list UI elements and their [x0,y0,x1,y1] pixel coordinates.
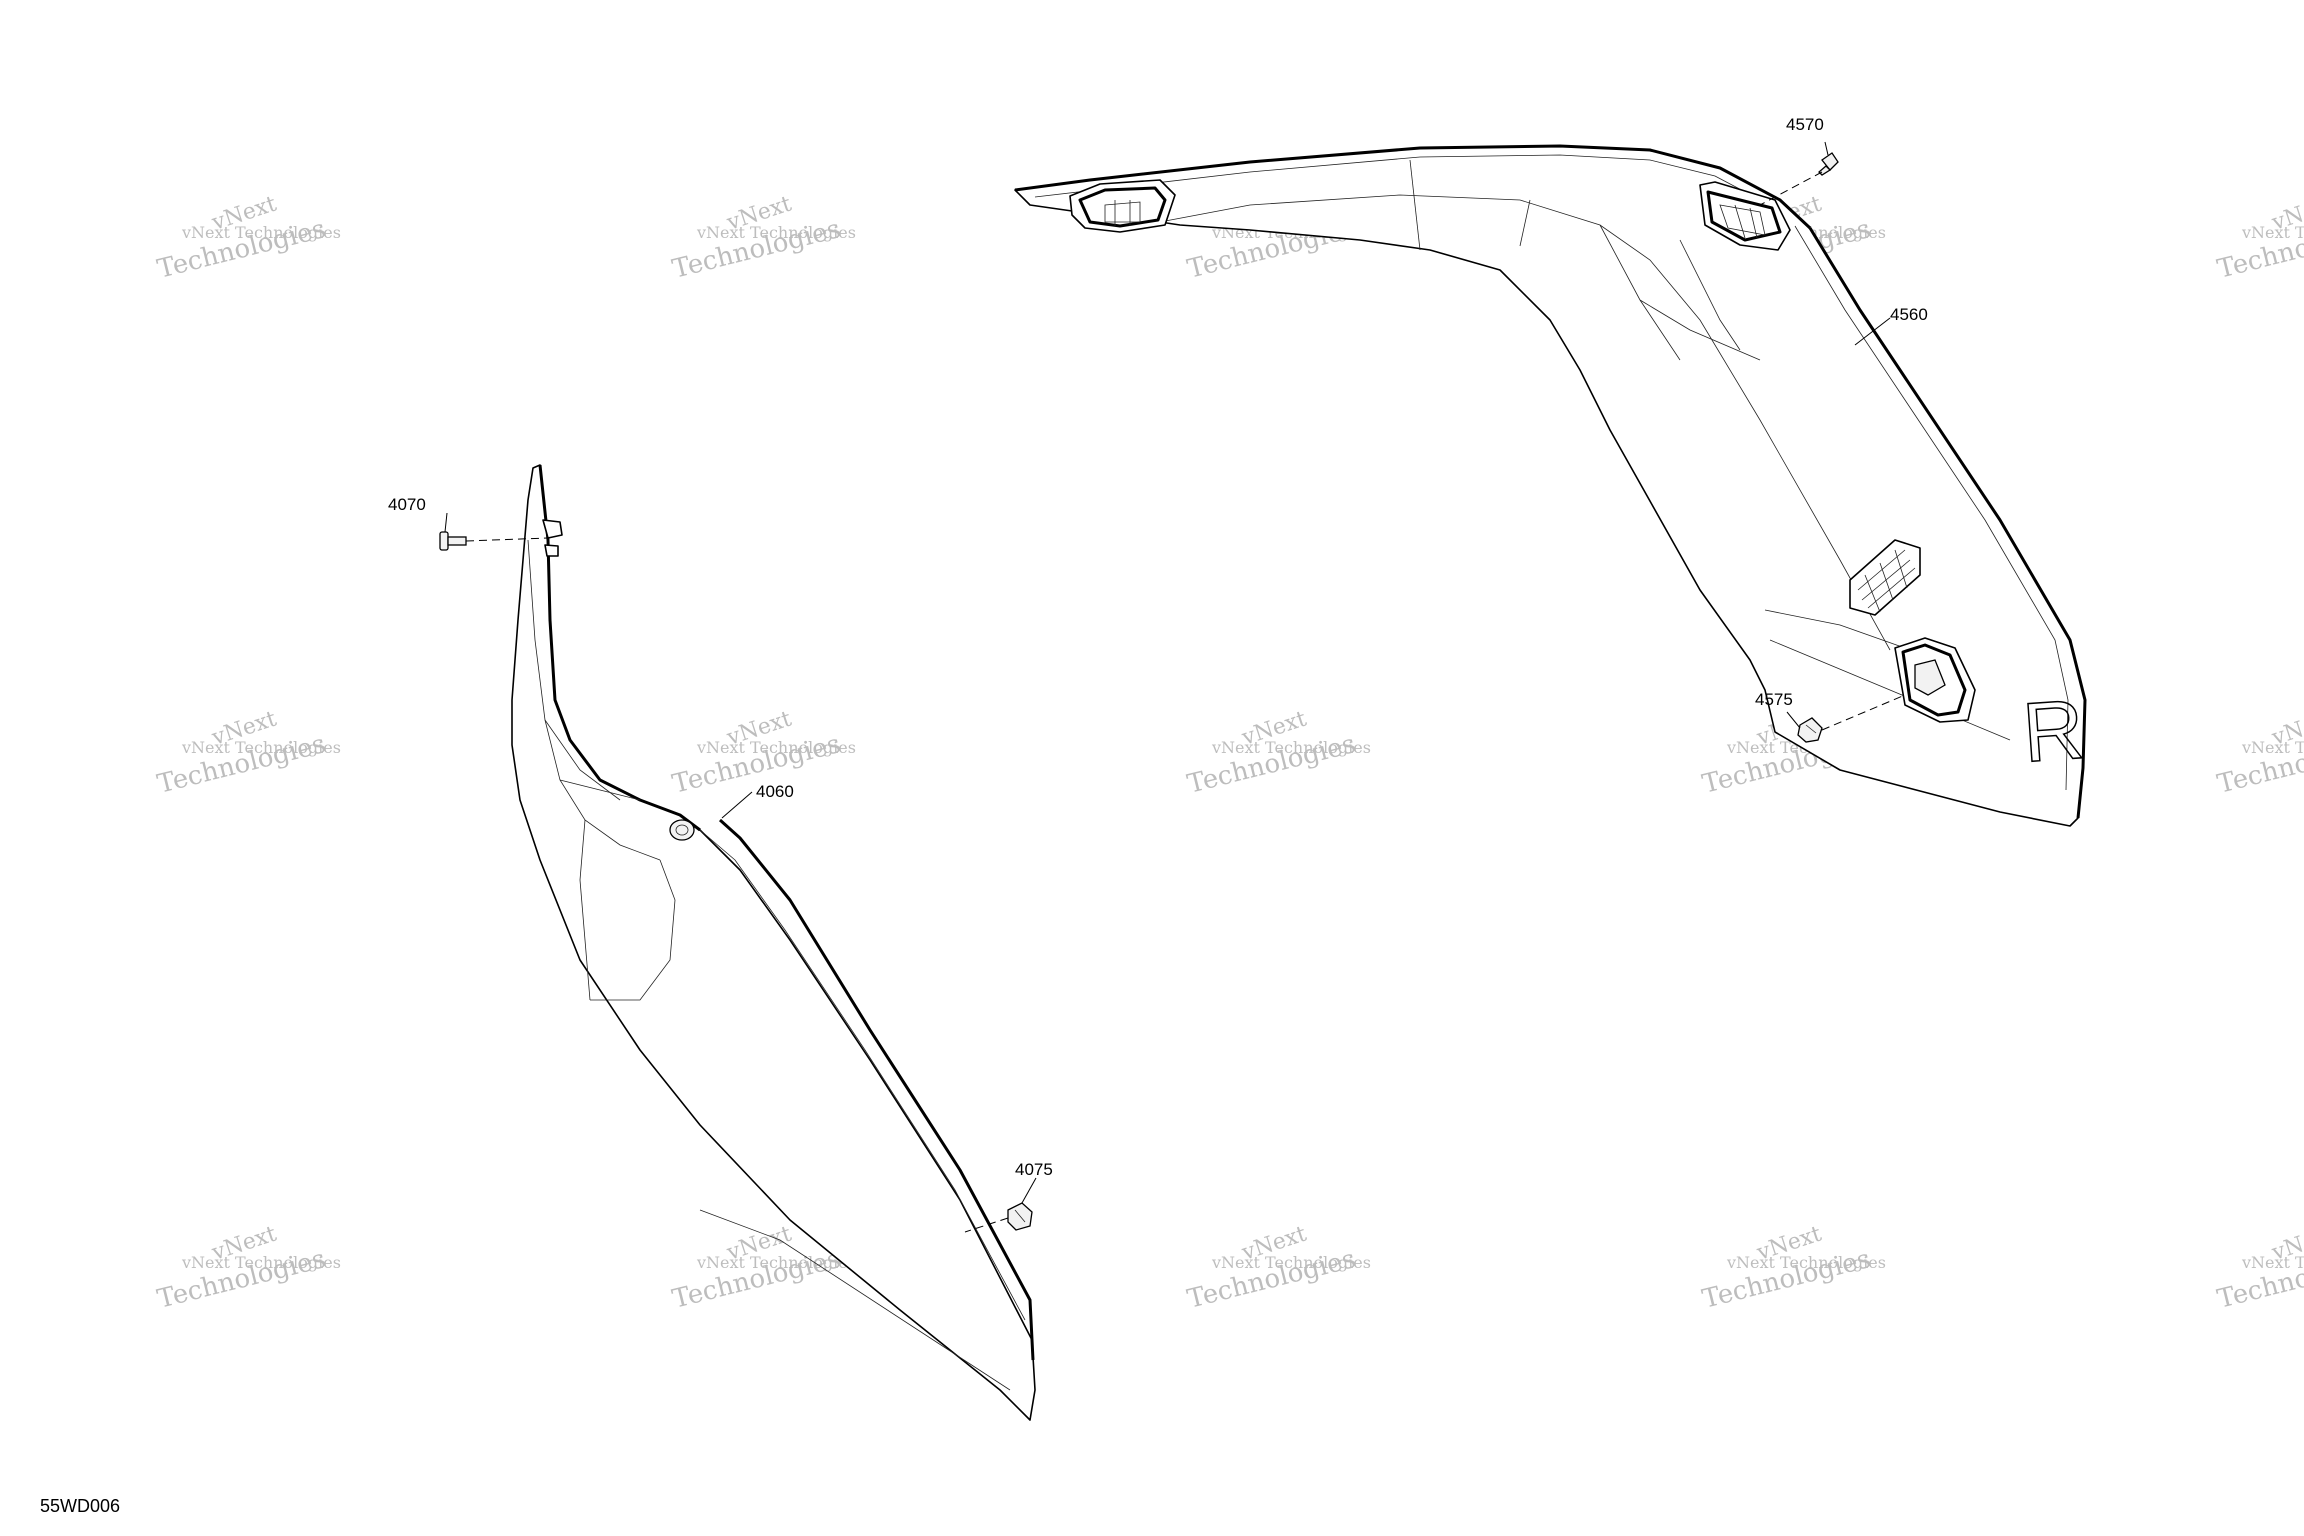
watermark-text: vNext Technologies [181,738,341,757]
watermark-text: vNext Technologies [2241,223,2304,242]
watermark-text: vNext Technologies [181,1253,341,1272]
mount-hole [669,819,695,841]
watermark-text: vNext Technologies [1726,1253,1886,1272]
left-side-panel-4060 [511,464,1036,1421]
callout-4570: 4570 [1786,115,1824,134]
drawing-id-label: 55WD006 [40,1496,120,1516]
watermark-text: vNext Technologies [696,1253,856,1272]
part-mark-letter: R [2020,682,2087,780]
watermark-text: vNext Technologies [2241,738,2304,757]
leader-lines [444,141,1906,1233]
callout-4075: 4075 [1015,1160,1053,1179]
rear-clip-boss [1699,181,1791,251]
nut-4075 [1007,1202,1033,1231]
lower-clip-boss [1894,637,1976,723]
front-clip-boss [1069,179,1176,233]
nut-4575 [1797,717,1823,743]
callout-4560: 4560 [1890,305,1928,324]
screw-4570 [1818,152,1839,176]
vent-grille [1849,539,1921,616]
watermark-text: vNext Technologies [181,223,341,242]
screw-4070 [439,531,467,551]
callout-4070: 4070 [388,495,426,514]
callout-4575: 4575 [1755,690,1793,709]
right-side-panel-4560: R [1014,144,2088,827]
watermark-text: vNext Technologies [1211,1253,1371,1272]
watermark-text: vNext Technologies [696,738,856,757]
callout-4060: 4060 [756,782,794,801]
watermark-text: vNext Technologies [696,223,856,242]
watermark-text: vNext Technologies [1211,738,1371,757]
watermark-text: vNext Technologies [2241,1253,2304,1272]
